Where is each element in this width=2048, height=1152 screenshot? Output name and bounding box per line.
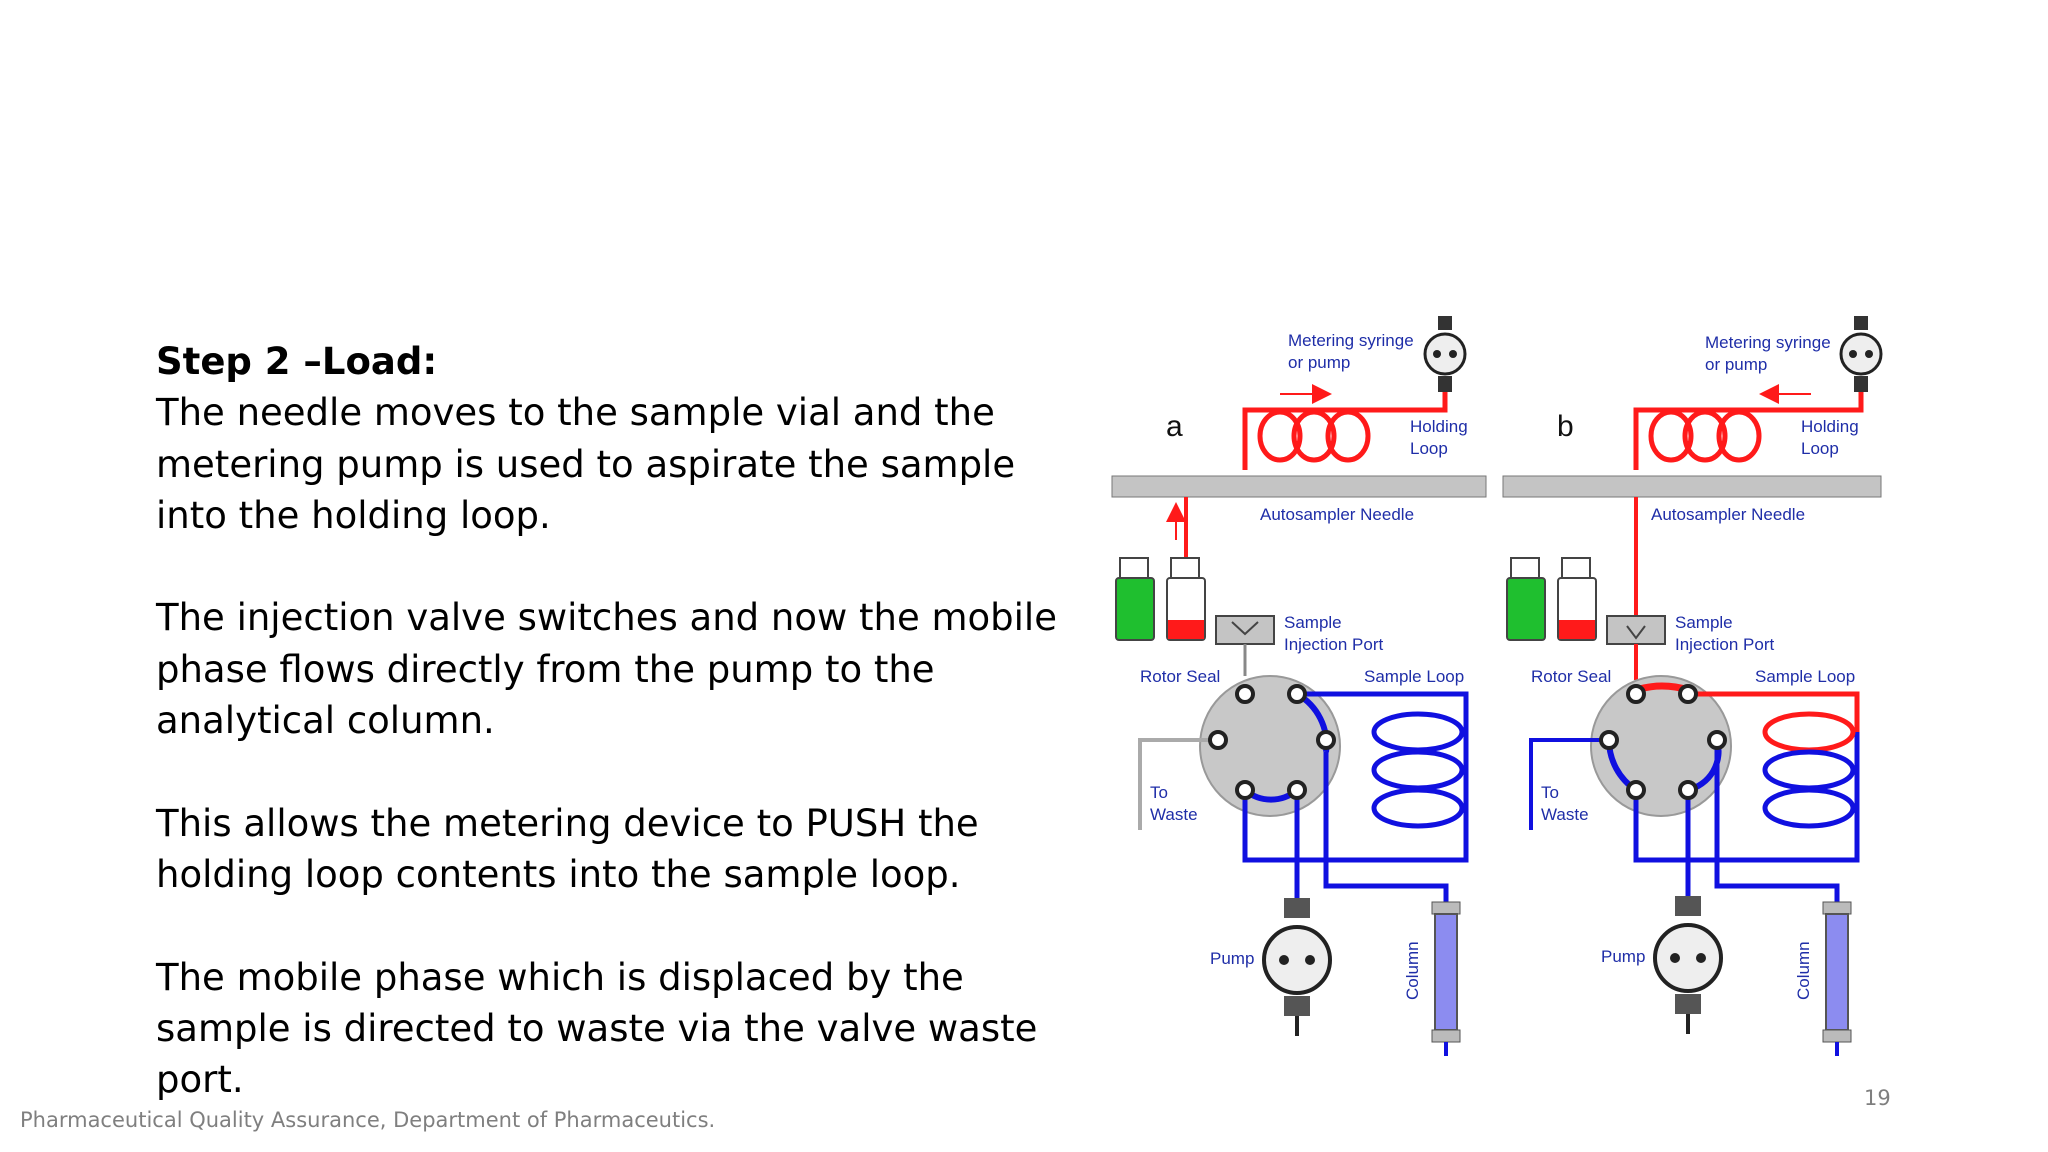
panel-b-injection-port: [1606, 615, 1666, 645]
panel-a-port-label-1: Sample: [1284, 613, 1342, 632]
diagram-svg: a Metering syringe or pump Holding Loop: [1111, 316, 1883, 1056]
panel-b-pump: [1653, 896, 1723, 1034]
panel-b-port-label-1: Sample: [1675, 613, 1733, 632]
panel-a-loop-label: Sample Loop: [1364, 667, 1464, 686]
autosampler-diagram: a Metering syringe or pump Holding Loop: [1100, 300, 1916, 1060]
panel-a-rotor-label: Rotor Seal: [1140, 667, 1220, 686]
panel-a-vials: [1115, 557, 1206, 641]
paragraph-valve-switch: The injection valve switches and now the…: [156, 596, 1057, 743]
panel-a-port-label-2: Injection Port: [1284, 635, 1383, 654]
panel-a-pump-label: Pump: [1210, 949, 1254, 968]
panel-a-needle-label: Autosampler Needle: [1260, 505, 1414, 524]
panel-b-waste-label-1: To: [1541, 783, 1559, 802]
panel-b-port-label-2: Injection Port: [1675, 635, 1774, 654]
panel-a-letter: a: [1166, 410, 1183, 443]
panel-a-waste-label-2: Waste: [1150, 805, 1198, 824]
panel-a-sample-loop-coils: [1371, 711, 1465, 829]
panel-a-holding-loop-coils: [1257, 409, 1371, 463]
panel-b-letter: b: [1557, 410, 1574, 443]
panel-a-column-label: Column: [1403, 941, 1422, 1000]
footer-text: Pharmaceutical Quality Assurance, Depart…: [20, 1108, 716, 1132]
panel-a-metering-syringe: [1423, 316, 1467, 392]
panel-b-column-label: Column: [1794, 941, 1813, 1000]
panel-b-holding-loop-coils: [1648, 409, 1762, 463]
panel-a-metering-label-1: Metering syringe: [1288, 331, 1414, 350]
panel-b-rotor-label: Rotor Seal: [1531, 667, 1611, 686]
slide-body-text: Step 2 –Load: The needle moves to the sa…: [156, 336, 1086, 1105]
panel-a-valve-ports: [1208, 684, 1336, 800]
panel-b-column: [1822, 901, 1852, 1056]
panel-b-metering-label-1: Metering syringe: [1705, 333, 1831, 352]
panel-b-pump-label: Pump: [1601, 947, 1645, 966]
panel-b-metering-syringe: [1839, 316, 1883, 392]
panel-b: b Metering syringe or pump Holding Loop …: [1502, 316, 1883, 1056]
panel-a-holding-label-2: Loop: [1410, 439, 1448, 458]
step-heading: Step 2 –Load:: [156, 340, 438, 383]
panel-b-needle-label: Autosampler Needle: [1651, 505, 1805, 524]
panel-a-waste-label-1: To: [1150, 783, 1168, 802]
panel-b-loop-label: Sample Loop: [1755, 667, 1855, 686]
panel-b-needle-bar: [1502, 475, 1882, 498]
panel-b-vials: [1506, 557, 1597, 641]
panel-b-holding-label-1: Holding: [1801, 417, 1859, 436]
panel-b-sample-loop-coils: [1762, 711, 1856, 829]
paragraph-needle: The needle moves to the sample vial and …: [156, 391, 1016, 537]
panel-a-rotor-valve: [1199, 675, 1341, 817]
panel-a-metering-label-2: or pump: [1288, 353, 1350, 372]
panel-b-holding-label-2: Loop: [1801, 439, 1839, 458]
panel-a-pump: [1262, 898, 1332, 1036]
panel-a-column: [1431, 901, 1461, 1056]
panel-b-waste-label-2: Waste: [1541, 805, 1589, 824]
paragraph-push: This allows the metering device to PUSH …: [156, 801, 979, 896]
page-number: 19: [1864, 1086, 1891, 1110]
panel-a: a Metering syringe or pump Holding Loop: [1111, 316, 1487, 1056]
panel-b-metering-label-2: or pump: [1705, 355, 1767, 374]
panel-a-injection-port: [1215, 615, 1275, 645]
panel-a-needle-bar: [1111, 475, 1487, 498]
panel-b-valve-ports: [1599, 684, 1727, 800]
paragraph-waste: The mobile phase which is displaced by t…: [156, 955, 1038, 1102]
panel-a-holding-label-1: Holding: [1410, 417, 1468, 436]
